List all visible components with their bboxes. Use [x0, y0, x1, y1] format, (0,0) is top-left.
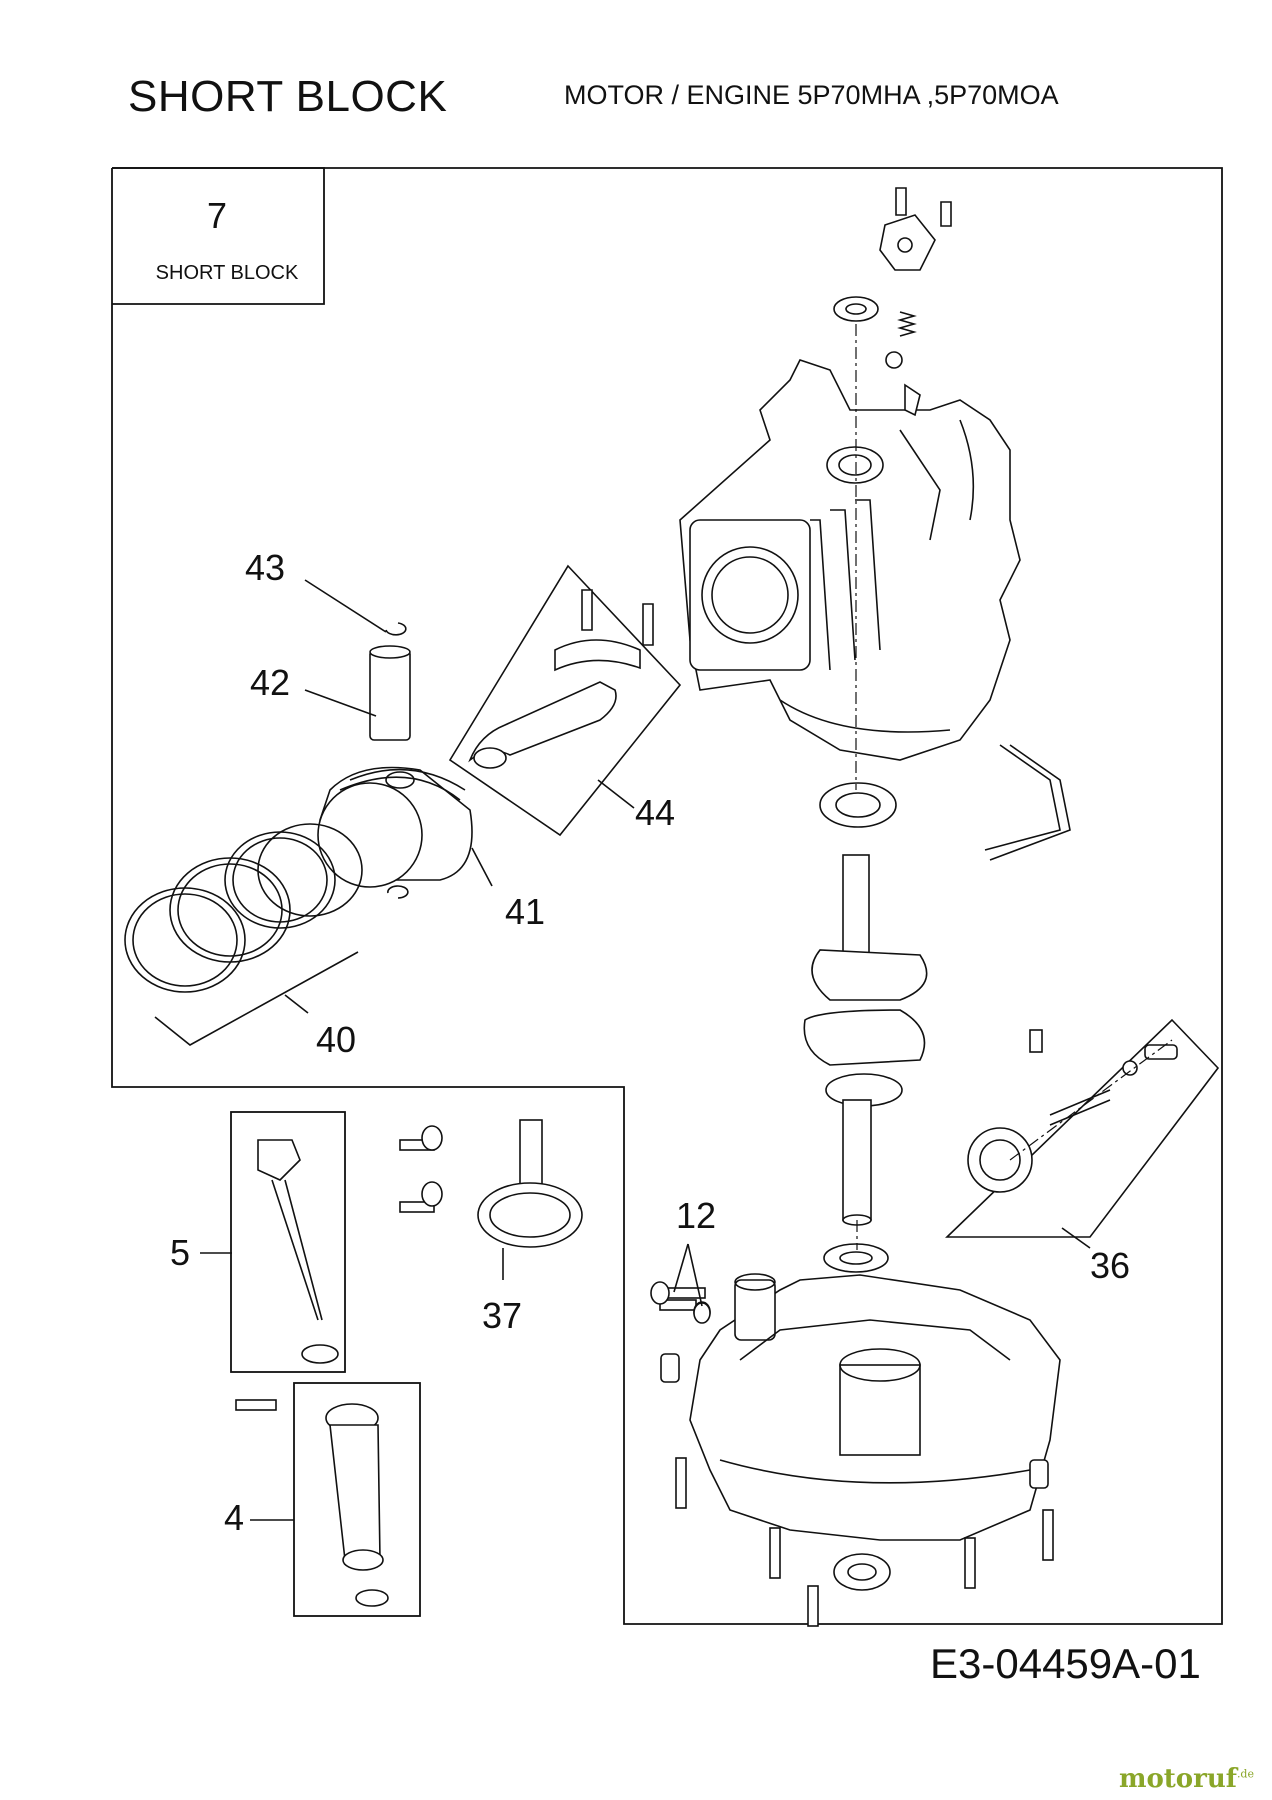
- piston-rings: [124, 823, 363, 993]
- spring: [897, 311, 917, 337]
- governor: [967, 1029, 1178, 1193]
- callout-4: 4: [223, 1497, 245, 1538]
- dipstick-box: [230, 1111, 346, 1373]
- piston: [317, 766, 473, 888]
- oil-seal-top: [833, 296, 879, 322]
- bolt-12: [650, 1281, 711, 1324]
- inset-label: SHORT BLOCK: [155, 262, 299, 284]
- leader-lines: [200, 579, 1091, 1521]
- callout-12: 12: [675, 1195, 717, 1236]
- callout-41: 41: [504, 891, 546, 932]
- ring-bracket: [154, 951, 359, 1046]
- key: [904, 383, 921, 417]
- engine-model-subtitle: MOTOR / ENGINE 5P70MHA ,5P70MOA: [564, 80, 1059, 110]
- oil-fill-tube: [235, 1399, 389, 1607]
- drain-pipe: [989, 744, 1071, 861]
- callout-44: 44: [634, 792, 676, 833]
- watermark-suffix: .de: [1236, 1767, 1254, 1781]
- callout-5: 5: [169, 1232, 191, 1273]
- main-bearing: [819, 782, 897, 828]
- callout-43: 43: [244, 547, 286, 588]
- watermark-logo: motoruf.de: [1119, 1764, 1254, 1794]
- circlip-43: [385, 622, 407, 636]
- callout-40: 40: [315, 1019, 357, 1060]
- piston-pin: [369, 649, 411, 741]
- plug: [885, 351, 903, 369]
- cylinder-block: [679, 359, 1021, 761]
- governor-arm-top: [879, 187, 952, 271]
- crankcase-cover: [689, 1273, 1061, 1541]
- circlip-lower: [387, 885, 409, 899]
- inset-box: [112, 167, 325, 305]
- dipstick: [257, 1139, 339, 1364]
- document-code: E3-04459A-01: [930, 1640, 1201, 1687]
- assembly-frame: [111, 167, 1223, 1625]
- crankshaft: [803, 854, 928, 1226]
- cam-bolts: [399, 1125, 443, 1213]
- cover-bolts: [659, 1299, 1054, 1627]
- inset-number: 7: [206, 195, 228, 236]
- thrust-washer: [823, 1243, 889, 1273]
- page-title: SHORT BLOCK: [128, 72, 448, 121]
- callout-42: 42: [249, 662, 291, 703]
- callout-37: 37: [481, 1295, 523, 1336]
- oil-fill-tube-box: [293, 1382, 421, 1617]
- callout-36: 36: [1089, 1245, 1131, 1286]
- connecting-rod: [468, 589, 654, 769]
- oil-seal-bottom: [833, 1553, 891, 1591]
- dowel-pin-right: [1029, 1459, 1049, 1489]
- camshaft: [477, 1119, 583, 1248]
- watermark-text: motoruf: [1118, 1764, 1237, 1794]
- dowel-pin-left: [660, 1353, 680, 1383]
